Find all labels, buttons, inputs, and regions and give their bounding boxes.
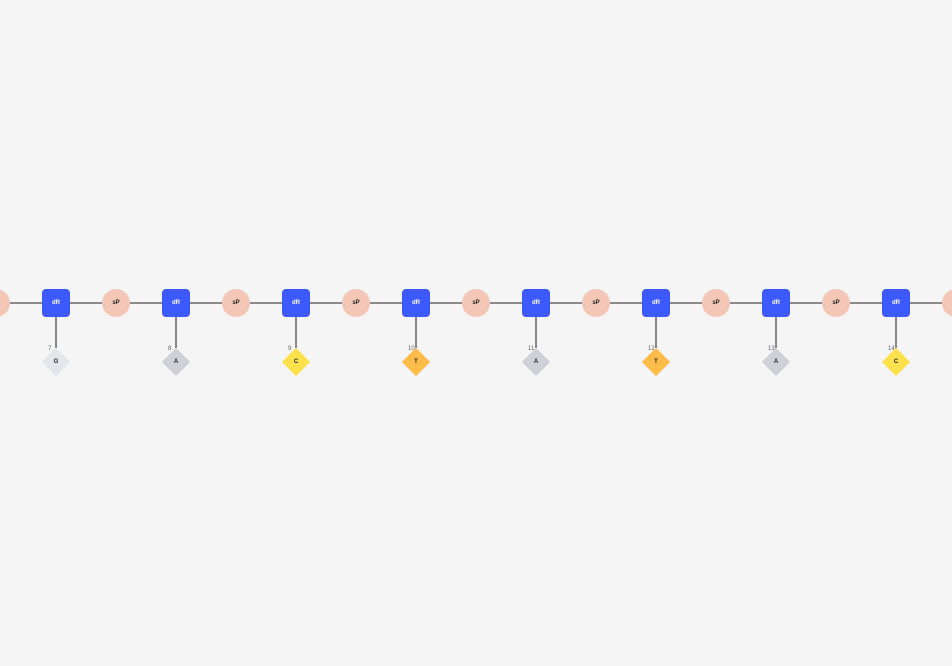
base-connector <box>295 316 297 348</box>
base-node: A <box>761 347 791 377</box>
base-connector <box>895 316 897 348</box>
base-letter: A <box>533 359 539 365</box>
base-node: T <box>641 347 671 377</box>
base-node: A <box>161 347 191 377</box>
base-letter: T <box>654 359 658 365</box>
position-index: 8 <box>168 346 172 352</box>
sugar-node: dR <box>162 289 190 317</box>
sugar-node: dR <box>402 289 430 317</box>
base-node: C <box>881 347 911 377</box>
sugar-node: dR <box>642 289 670 317</box>
sugar-node: dR <box>522 289 550 317</box>
base-connector <box>175 316 177 348</box>
sugar-node: dR <box>762 289 790 317</box>
base-letter: A <box>173 359 179 365</box>
position-index: 9 <box>288 346 292 352</box>
base-letter: C <box>893 359 899 365</box>
position-index: 14 <box>888 346 895 352</box>
base-letter: A <box>773 359 779 365</box>
base-connector <box>55 316 57 348</box>
position-index: 10 <box>408 346 415 352</box>
base-connector <box>655 316 657 348</box>
base-node: C <box>281 347 311 377</box>
base-connector <box>535 316 537 348</box>
base-letter: T <box>414 359 418 365</box>
base-node: A <box>521 347 551 377</box>
base-letter: G <box>53 359 59 365</box>
position-index: 12 <box>648 346 655 352</box>
base-connector <box>415 316 417 348</box>
phosphate-node: sP <box>942 289 952 317</box>
phosphate-node: sP <box>702 289 730 317</box>
phosphate-node: sP <box>222 289 250 317</box>
phosphate-node: sP <box>822 289 850 317</box>
base-letter: C <box>293 359 299 365</box>
base-node: T <box>401 347 431 377</box>
phosphate-node: sP <box>342 289 370 317</box>
phosphate-node: sP <box>0 289 10 317</box>
sugar-node: dR <box>282 289 310 317</box>
sugar-node: dR <box>882 289 910 317</box>
base-node: G <box>41 347 71 377</box>
phosphate-node: sP <box>102 289 130 317</box>
phosphate-node: sP <box>462 289 490 317</box>
base-connector <box>775 316 777 348</box>
sugar-node: dR <box>42 289 70 317</box>
phosphate-node: sP <box>582 289 610 317</box>
position-index: 11 <box>528 346 535 352</box>
position-index: 13 <box>768 346 775 352</box>
position-index: 7 <box>48 346 52 352</box>
